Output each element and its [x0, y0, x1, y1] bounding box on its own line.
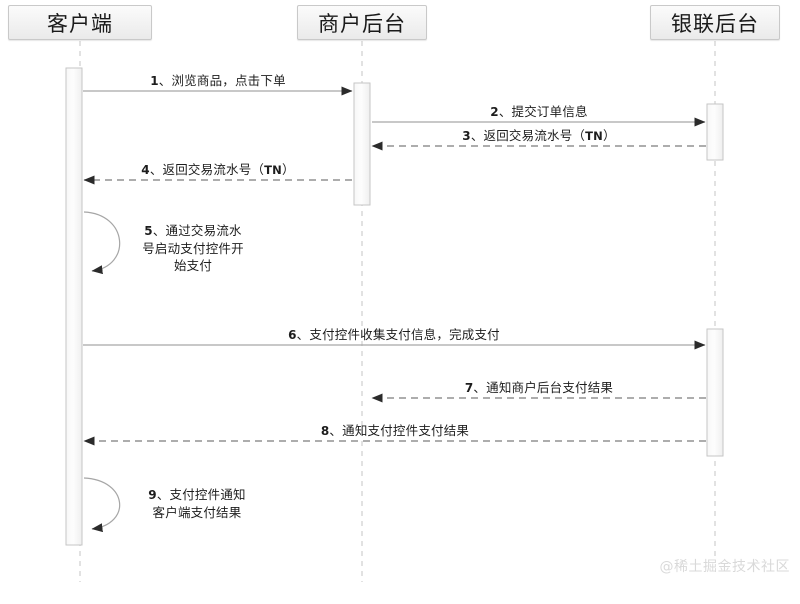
message-label-5: 5、通过交易流水号启动支付控件开始支付: [142, 223, 244, 273]
watermark: @稀土掘金技术社区: [659, 559, 790, 575]
message-label-2: 2、提交订单信息: [490, 104, 588, 119]
activation-client: [65, 67, 83, 546]
activation-bars: [65, 67, 724, 546]
activation-unionpay-1: [706, 103, 724, 161]
actor-box-client[interactable]: 客户端: [8, 5, 152, 40]
message-label-1: 1、浏览商品，点击下单: [150, 73, 286, 88]
message-label-8: 8、通知支付控件支付结果: [320, 423, 470, 438]
actor-label-unionpay: 银联后台: [671, 11, 759, 36]
actor-box-merchant[interactable]: 商户后台: [297, 5, 427, 40]
message-arrows: [83, 86, 706, 533]
message-label-9: 9、支付控件通知客户端支付结果: [148, 487, 246, 520]
activation-unionpay-2: [706, 328, 724, 457]
actor-label-client: 客户端: [47, 11, 113, 36]
actor-box-unionpay[interactable]: 银联后台: [650, 5, 780, 40]
message-label-6: 6、支付控件收集支付信息，完成支付: [288, 327, 500, 342]
message-label-7: 7、通知商户后台支付结果: [464, 380, 614, 395]
activation-merchant: [353, 82, 371, 206]
message-arrow-9[interactable]: [83, 477, 121, 533]
actor-label-merchant: 商户后台: [318, 11, 406, 36]
message-label-4: 4、返回交易流水号（TN）: [141, 162, 295, 177]
message-arrow-5[interactable]: [83, 211, 121, 275]
message-label-3: 3、返回交易流水号（TN）: [462, 128, 616, 143]
